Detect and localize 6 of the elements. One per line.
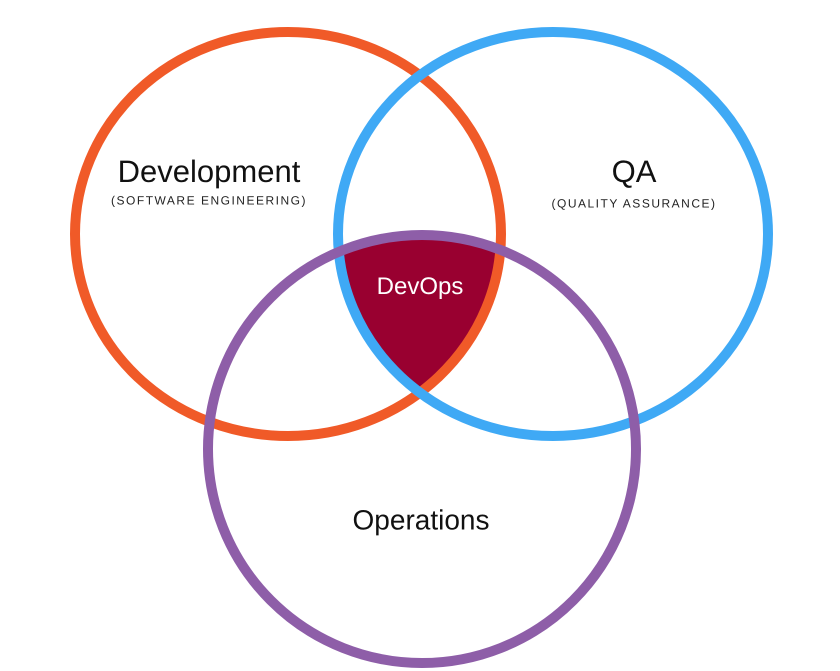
region-label: DevOps xyxy=(376,274,464,300)
set-title: Development xyxy=(118,154,300,190)
set-subtitle: (QUALITY ASSURANCE) xyxy=(552,197,716,211)
set-title: Operations xyxy=(352,506,490,536)
set-subtitle: (SOFTWARE ENGINEERING) xyxy=(111,194,307,208)
set-title: QA xyxy=(612,154,656,190)
